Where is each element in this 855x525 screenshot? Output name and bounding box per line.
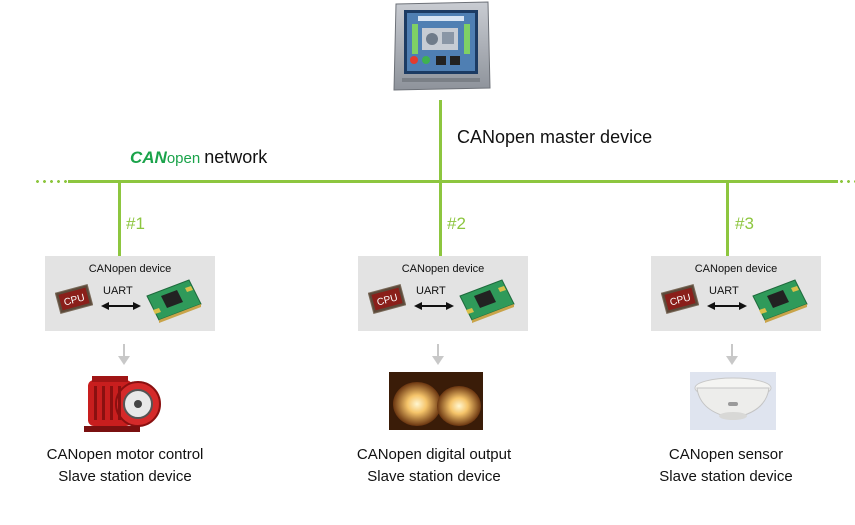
caption-line-1: CANopen sensor	[668, 446, 784, 463]
uart-label: UART	[416, 285, 446, 297]
uart-label: UART	[103, 285, 133, 297]
node-3-down-arrow-icon	[726, 344, 738, 365]
caption-line-1: CANopen digital output	[356, 446, 512, 463]
lamps-icon	[389, 372, 483, 430]
network-bus-dotted-right	[838, 180, 855, 183]
bidirectional-arrow-icon	[414, 302, 454, 310]
circuit-board-icon	[459, 279, 515, 323]
node-2-caption: CANopen digital output Slave station dev…	[324, 444, 544, 488]
network-text: network	[204, 147, 268, 167]
node-2-device-box: CANopen device CPU UART	[358, 256, 528, 331]
network-bus-dotted-left	[34, 180, 68, 183]
node-2-number: #2	[447, 214, 466, 233]
cpu-chip-icon: CPU	[368, 283, 406, 315]
bidirectional-arrow-icon	[101, 302, 141, 310]
node-3-device-box: CANopen device CPU UART	[651, 256, 821, 331]
circuit-board-icon	[752, 279, 808, 323]
cpu-chip-icon: CPU	[661, 283, 699, 315]
master-drop-line	[439, 100, 442, 181]
uart-label: UART	[709, 285, 739, 297]
bidirectional-arrow-icon	[707, 302, 747, 310]
motor-icon	[84, 376, 161, 432]
canopen-logo-open: open	[166, 150, 201, 167]
hmi-touch-panel-icon	[393, 1, 491, 91]
smoke-sensor-icon	[690, 372, 776, 430]
node-3-number: #3	[735, 214, 754, 233]
node-1-number: #1	[126, 214, 145, 233]
node-3-drop-line	[726, 182, 729, 257]
node-1-drop-line	[118, 182, 121, 257]
cpu-text: CPU	[376, 292, 399, 308]
caption-line-1: CANopen motor control	[46, 446, 204, 463]
device-title: CANopen device	[88, 263, 172, 275]
node-1-down-arrow-icon	[118, 344, 130, 365]
network-bus-line	[68, 180, 838, 183]
caption-line-2: Slave station device	[659, 468, 793, 485]
cpu-text: CPU	[669, 292, 692, 308]
caption-line-2: Slave station device	[367, 468, 501, 485]
canopen-logo-can: CAN	[130, 148, 167, 167]
node-1-caption: CANopen motor control Slave station devi…	[15, 444, 235, 488]
node-3-caption: CANopen sensor Slave station device	[616, 444, 836, 488]
master-device-label: CANopen master device	[457, 127, 653, 147]
device-title: CANopen device	[401, 263, 485, 275]
cpu-chip-icon: CPU	[55, 283, 93, 315]
node-2-down-arrow-icon	[432, 344, 444, 365]
circuit-board-icon	[146, 279, 202, 323]
cpu-text: CPU	[63, 292, 86, 308]
node-2-drop-line	[439, 182, 442, 257]
caption-line-2: Slave station device	[58, 468, 192, 485]
node-1-device-box: CANopen device CPU UART	[45, 256, 215, 331]
device-title: CANopen device	[694, 263, 778, 275]
